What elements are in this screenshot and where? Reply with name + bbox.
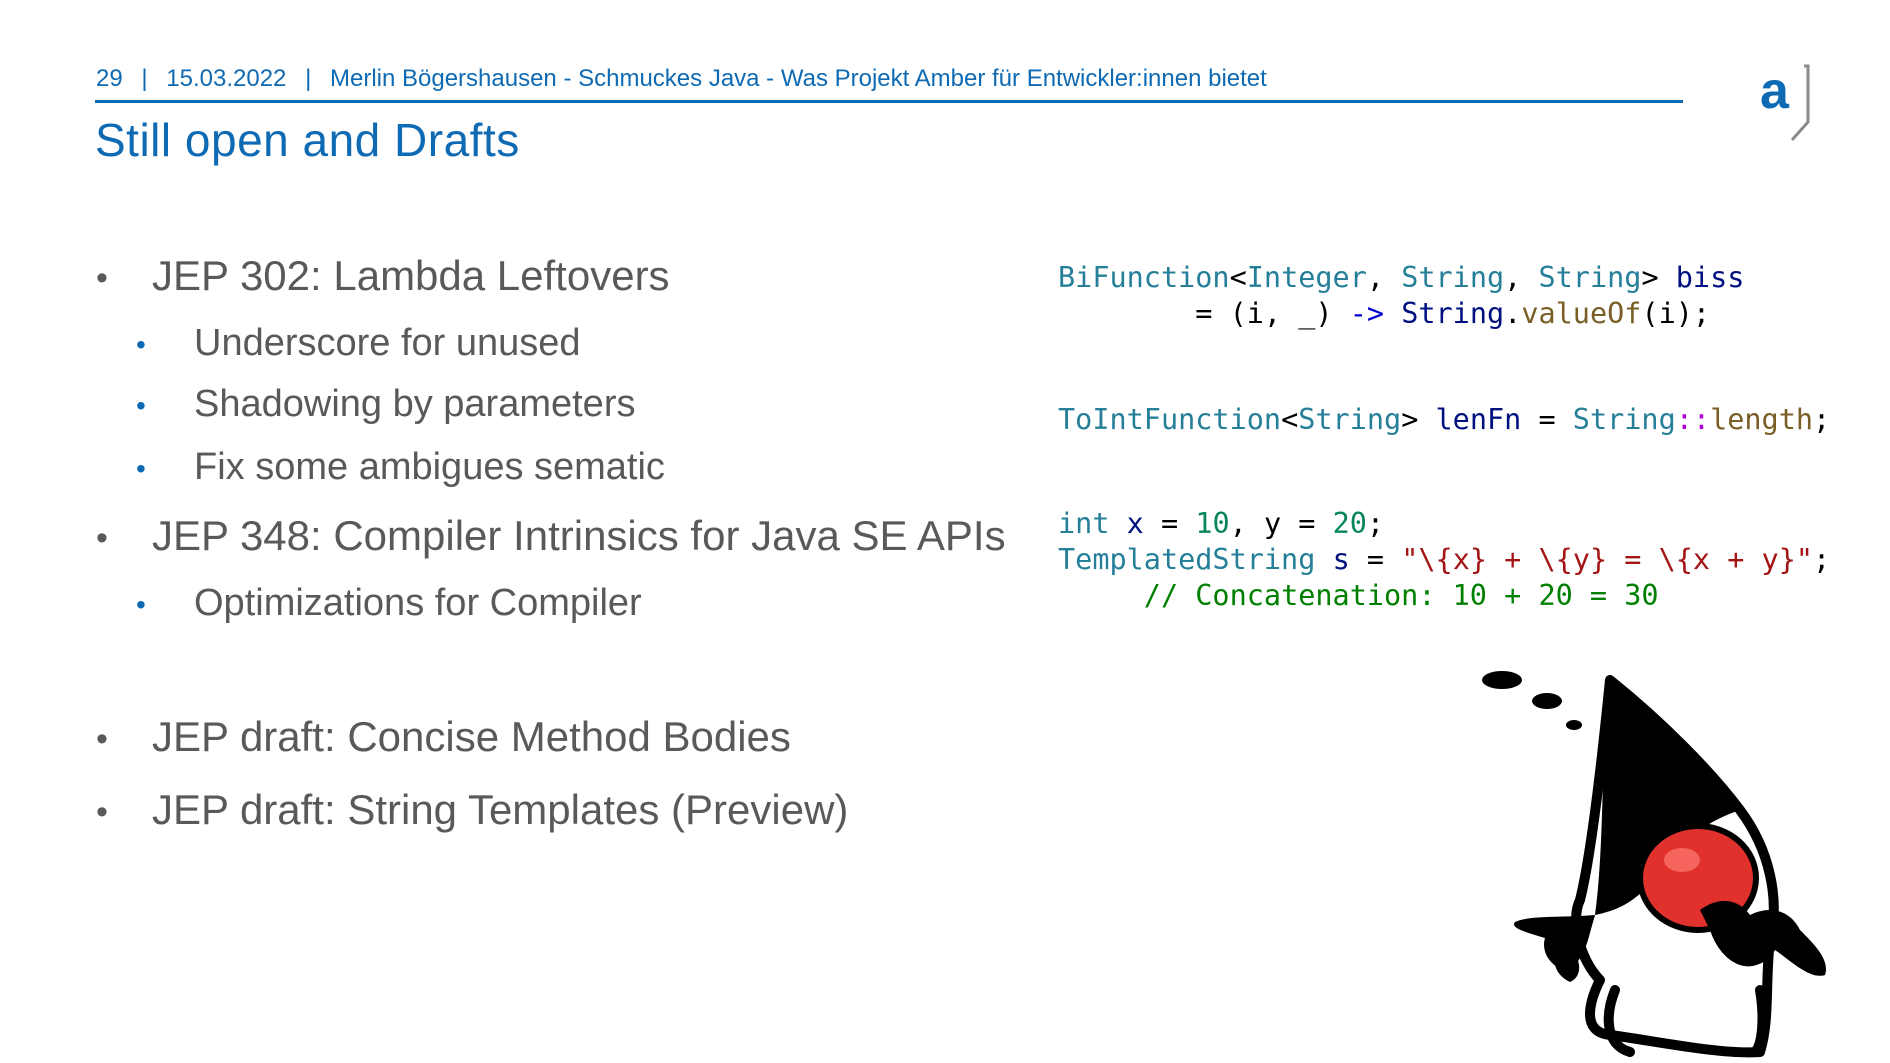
bullet-list: •JEP 302: Lambda Leftovers •Underscore f… xyxy=(96,252,1006,834)
bullet-item: • JEP draft: Concise Method Bodies xyxy=(96,713,791,761)
bullet-text: JEP draft: String Templates (Preview) xyxy=(152,786,849,833)
sub-bullet-item: • Underscore for unused xyxy=(136,322,581,365)
bullet-text: Underscore for unused xyxy=(194,322,581,364)
bullet-text: Optimizations for Compiler xyxy=(194,582,642,624)
bullet-text: JEP 348: Compiler Intrinsics for Java SE… xyxy=(152,512,1006,559)
code-line-tointfunction: ToIntFunction<String> lenFn = String::le… xyxy=(1058,403,1831,436)
slide-header: 29 | 15.03.2022 | Merlin Bögershausen - … xyxy=(96,62,1680,96)
slide-date: 15.03.2022 xyxy=(166,65,287,92)
bullet-text: JEP draft: Concise Method Bodies xyxy=(152,713,791,760)
talk-title: Merlin Bögershausen - Schmuckes Java - W… xyxy=(329,65,1267,92)
header-separator: | xyxy=(305,65,312,92)
header-divider xyxy=(95,100,1683,103)
bullet-dot-icon: • xyxy=(96,793,108,832)
bullet-dot-icon: • xyxy=(136,452,146,484)
code-line-lambda: = (i, _) -> String.valueOf(i); xyxy=(1058,297,1711,330)
sub-bullet-item: • Fix some ambigues sematic xyxy=(136,446,665,489)
header-separator: | xyxy=(141,65,148,92)
bullet-text: Fix some ambigues sematic xyxy=(194,446,665,488)
code-line-comment: // Concatenation: 10 + 20 = 30 xyxy=(1143,579,1659,612)
bullet-dot-icon: • xyxy=(136,328,146,360)
bullet-text: JEP 302: Lambda Leftovers xyxy=(152,252,670,299)
code-line-bifunction: BiFunction<Integer, String, String> biss xyxy=(1058,261,1745,294)
bullet-dot-icon: • xyxy=(96,720,108,759)
bullet-dot-icon: • xyxy=(96,259,108,298)
sub-bullet-item: • Shadowing by parameters xyxy=(136,383,635,426)
page-number: 29 xyxy=(96,65,123,92)
bullet-dot-icon: • xyxy=(136,389,146,421)
duke-mascot-illustration xyxy=(1482,671,1826,1058)
code-line-templated-string: TemplatedString s = "\{x} + \{y} = \{x +… xyxy=(1058,543,1831,576)
code-line-int-decl: int x = 10, y = 20; xyxy=(1058,507,1385,540)
bullet-text: Shadowing by parameters xyxy=(194,383,636,425)
bullet-dot-icon: • xyxy=(136,588,146,620)
bullet-dot-icon: • xyxy=(96,519,108,558)
sub-bullet-item: • Optimizations for Compiler xyxy=(136,582,642,625)
logo-letter: a xyxy=(1760,62,1790,120)
bullet-item: • JEP draft: String Templates (Preview) xyxy=(96,786,848,834)
bullet-item: • JEP 302: Lambda Leftovers xyxy=(96,252,670,300)
bullet-item: • JEP 348: Compiler Intrinsics for Java S… xyxy=(96,512,1006,560)
slide-title: Still open and Drafts xyxy=(95,114,520,166)
company-logo: a xyxy=(1760,62,1810,141)
